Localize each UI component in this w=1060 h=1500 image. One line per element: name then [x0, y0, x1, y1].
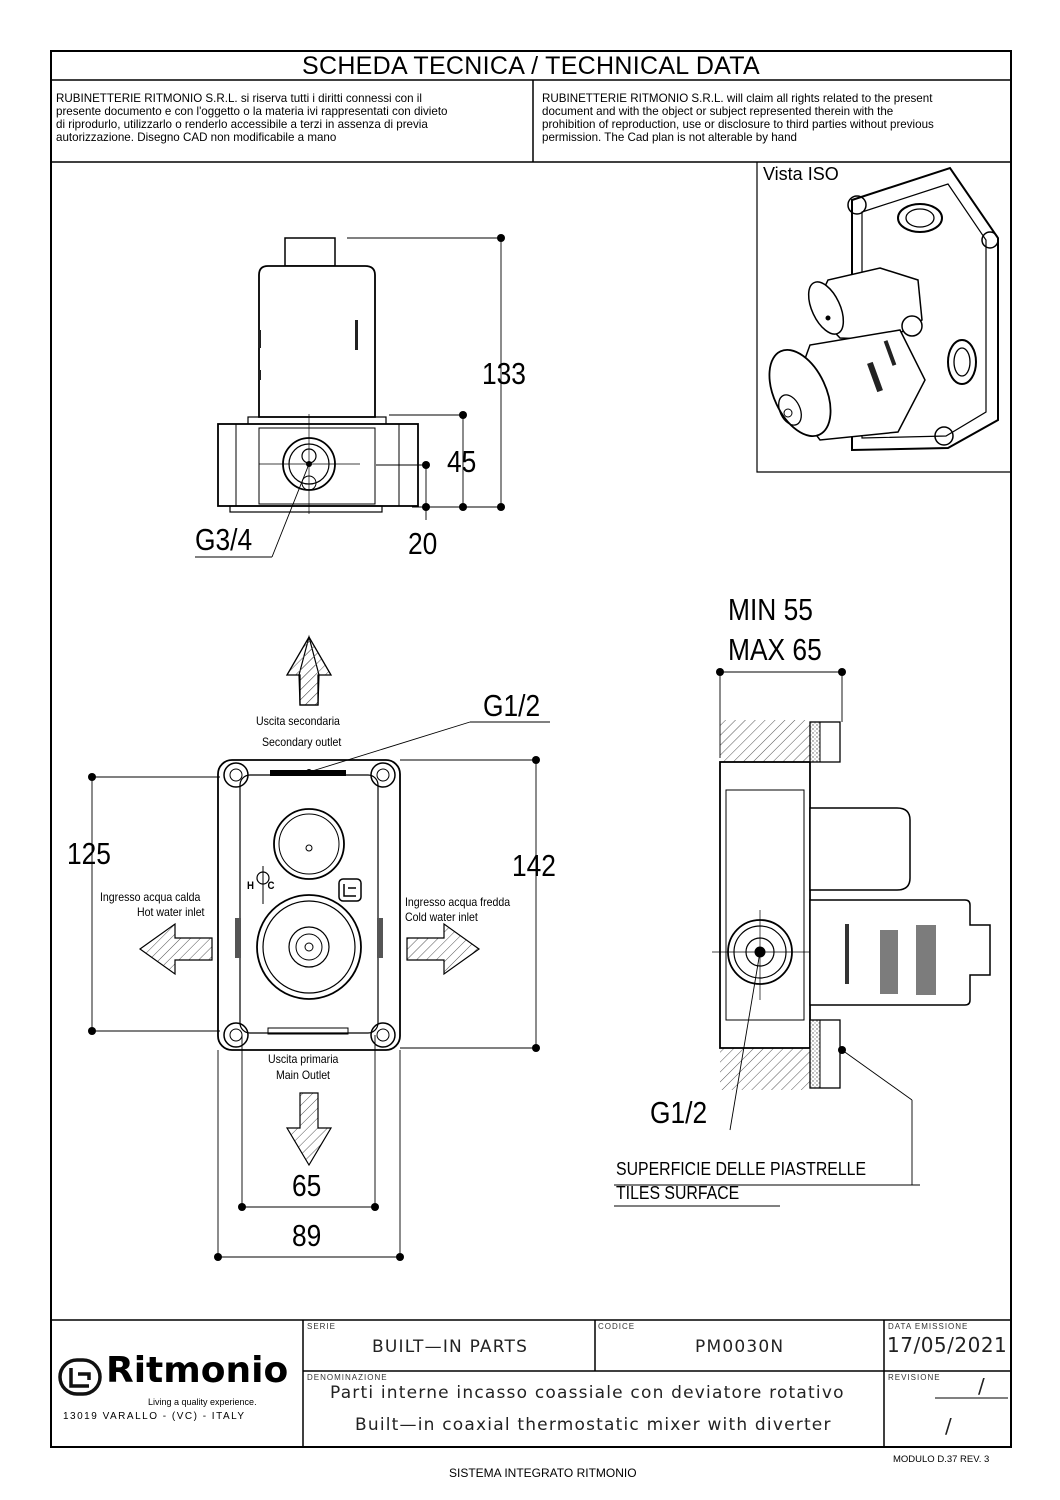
modulo-label: MODULO D.37 REV. 3 [893, 1454, 990, 1465]
cold-inlet-en: Cold water inlet [405, 910, 478, 924]
dim-142: 142 [512, 848, 556, 883]
sistema-label: SISTEMA INTEGRATO RITMONIO [449, 1466, 637, 1480]
dim-133: 133 [482, 356, 526, 391]
cold-inlet-it: Ingresso acqua fredda [405, 895, 511, 909]
logo-tagline: Living a quality experience. [148, 1397, 257, 1407]
secondary-outlet-en: Secondary outlet [262, 735, 342, 749]
dim-89: 89 [292, 1218, 322, 1253]
data-emissione-value: 17/05/2021 [887, 1333, 1008, 1357]
hot-inlet-it: Ingresso acqua calda [100, 890, 201, 904]
sheet-title: SCHEDA TECNICA / TECHNICAL DATA [301, 52, 760, 80]
front-view [91, 634, 550, 1258]
codice-value: PM0030N [695, 1337, 785, 1357]
dim-g12-top: G1/2 [483, 688, 541, 723]
hot-cold-marker: H C [247, 880, 275, 892]
revisione-value-2: / [945, 1414, 953, 1438]
notice-it-line: RUBINETTERIE RITMONIO S.R.L. si riserva … [56, 92, 422, 105]
dim-g34: G3/4 [195, 522, 253, 557]
denominazione-en: Built—in coaxial thermostatic mixer with… [355, 1415, 832, 1435]
notice-en-line: document and with the object or subject … [542, 105, 894, 118]
main-outlet-it: Uscita primaria [268, 1052, 339, 1066]
top-view-dimension-dots [306, 234, 505, 511]
denominazione-it: Parti interne incasso coassiale con devi… [330, 1383, 845, 1403]
dim-g12-side: G1/2 [650, 1095, 708, 1130]
revisione-label: REVISIONE [888, 1373, 941, 1382]
dim-max65: MAX 65 [728, 632, 822, 667]
notice-en-line: RUBINETTERIE RITMONIO S.R.L. will claim … [542, 92, 933, 105]
tiles-surface-it: SUPERFICIE DELLE PIASTRELLE [616, 1159, 867, 1179]
header-rules [51, 79, 1011, 163]
tiles-surface-en: TILES SURFACE [616, 1183, 740, 1203]
revisione-value: / [978, 1374, 986, 1398]
logo-mark-icon [58, 1358, 102, 1396]
data-emissione-label: DATA EMISSIONE [888, 1322, 969, 1331]
serie-label: SERIE [307, 1322, 337, 1331]
logo-text: Ritmonio [106, 1350, 289, 1391]
codice-label: CODICE [598, 1322, 636, 1331]
drawing-sheet-border [50, 50, 1012, 1448]
dim-45: 45 [447, 444, 477, 479]
dim-65: 65 [292, 1168, 322, 1203]
serie-value: BUILT—IN PARTS [372, 1337, 529, 1357]
notice-en-line: permission. The Cad plan is not alterabl… [542, 131, 798, 144]
side-view [614, 671, 991, 1207]
notice-italian: RUBINETTERIE RITMONIO S.R.L. si riserva … [56, 92, 447, 144]
secondary-outlet-it: Uscita secondaria [256, 714, 340, 728]
notice-english: RUBINETTERIE RITMONIO S.R.L. will claim … [542, 92, 934, 144]
notice-it-line: autorizzazione. Disegno CAD non modifica… [56, 131, 337, 144]
title-block-grid [51, 1319, 1011, 1448]
front-view-dimension-dots [88, 756, 540, 1261]
company-address: 13019 VARALLO - (VC) - ITALY [63, 1411, 246, 1422]
iso-view-label: Vista ISO [763, 164, 839, 184]
hot-inlet-en: Hot water inlet [137, 905, 205, 919]
dim-min55: MIN 55 [728, 592, 813, 627]
main-outlet-en: Main Outlet [276, 1068, 330, 1082]
notice-it-line: presente documento e con l'oggetto o la … [56, 105, 448, 118]
denominazione-label: DENOMINAZIONE [307, 1373, 388, 1382]
dim-20: 20 [408, 526, 438, 561]
top-front-view [195, 237, 502, 558]
notice-it-line: di riprodurlo, utilizzarlo o renderlo ac… [56, 118, 428, 131]
side-view-dimension-dots [716, 668, 846, 1054]
notice-en-line: prohibition of reproduction, use or disc… [542, 118, 934, 131]
dim-125: 125 [67, 836, 111, 871]
iso-view [756, 162, 1011, 473]
